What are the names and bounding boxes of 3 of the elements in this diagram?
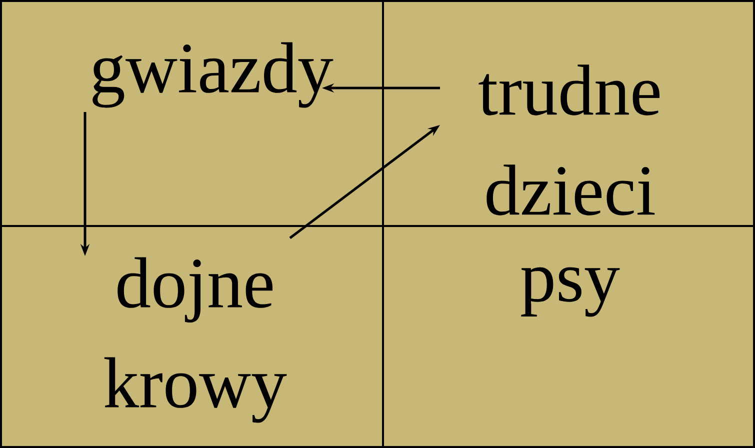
cell-label: psy <box>521 267 620 317</box>
cell-label: gwiazdy <box>92 42 334 108</box>
cell-label: dojne krowy <box>104 257 287 423</box>
